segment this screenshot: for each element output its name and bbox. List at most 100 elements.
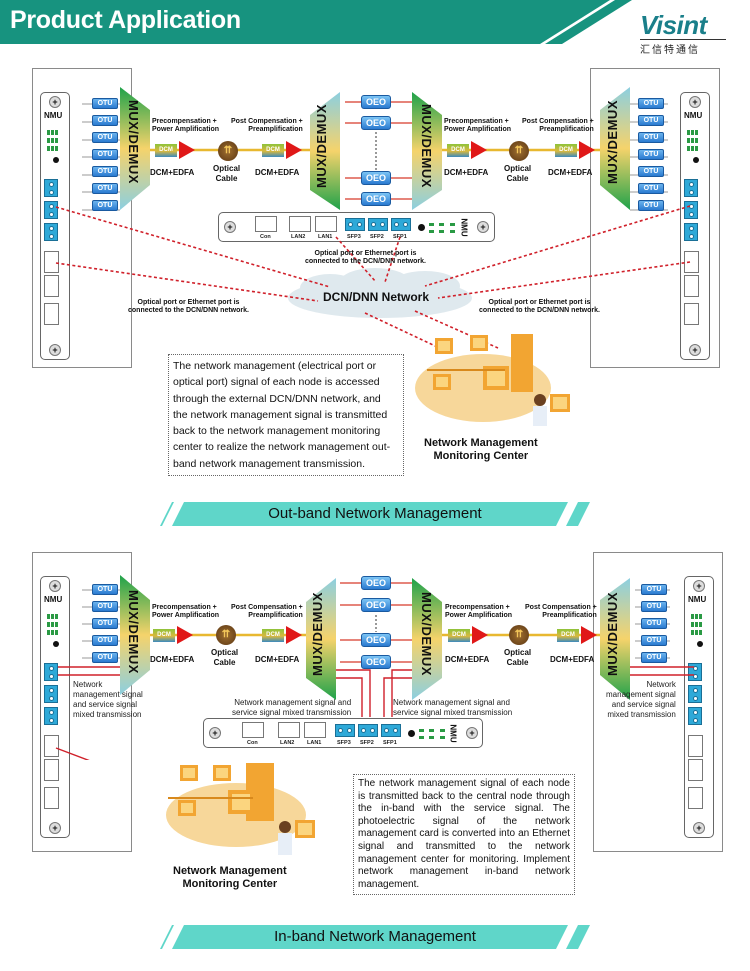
otu-module: OTU <box>638 115 664 126</box>
sfp2-port[interactable] <box>358 724 378 737</box>
screw-icon: + <box>224 221 236 233</box>
lan1-port[interactable] <box>315 216 337 232</box>
outband-description: The network management (electrical port … <box>168 354 404 477</box>
lan2-port[interactable] <box>44 759 59 781</box>
con-port[interactable] <box>688 787 703 809</box>
reset-button[interactable] <box>418 224 425 231</box>
con-port[interactable] <box>242 722 264 738</box>
sfp2-label: SFP2 <box>370 234 384 240</box>
con-label: Con <box>247 740 258 746</box>
sfp2-port[interactable] <box>44 201 58 219</box>
screw-icon: + <box>689 96 701 108</box>
con-port[interactable] <box>255 216 277 232</box>
screw-icon: + <box>466 727 478 739</box>
sfp2-port[interactable] <box>684 201 698 219</box>
reset-button[interactable] <box>697 641 703 647</box>
sfp3-port[interactable] <box>345 218 365 231</box>
lan1-port[interactable] <box>684 251 699 273</box>
lan2-port[interactable] <box>289 216 311 232</box>
mux-demux-label: MUX/DEMUX <box>310 592 325 676</box>
sfp3-port[interactable] <box>335 724 355 737</box>
mux-demux-block <box>412 92 442 210</box>
dcm-edfa-label: DCM+EDFA <box>255 168 300 177</box>
pa-amplifier <box>581 626 597 644</box>
lan2-port[interactable] <box>44 275 59 297</box>
sfp2-port[interactable] <box>44 685 58 703</box>
sfp2-port[interactable] <box>688 685 702 703</box>
screw-icon: + <box>477 221 489 233</box>
sfp3-port[interactable] <box>684 223 698 241</box>
otu-module: OTU <box>641 652 667 663</box>
sfp1-port[interactable] <box>44 663 58 681</box>
mux-demux-block <box>600 87 630 210</box>
con-port[interactable] <box>684 303 699 325</box>
brand-subtitle: 汇信特通信 <box>640 39 726 56</box>
otu-column-left: OTU OTU OTU OTU OTU OTU OTU <box>92 98 118 211</box>
reset-button[interactable] <box>693 157 699 163</box>
brand-name: Visint <box>640 10 707 40</box>
otu-module: OTU <box>638 166 664 177</box>
optical-cable-icon: ⇈ <box>218 141 238 161</box>
otu-module: OTU <box>92 618 118 629</box>
sfp1-port[interactable] <box>391 218 411 231</box>
lan1-port[interactable] <box>688 735 703 757</box>
sfp3-label: SFP3 <box>337 740 351 746</box>
con-port[interactable] <box>44 787 59 809</box>
otu-column-left: OTU OTU OTU OTU OTU <box>92 584 118 663</box>
reset-button[interactable] <box>408 730 415 737</box>
lan1-port[interactable] <box>44 735 59 757</box>
dcm-module: DCM <box>262 629 284 642</box>
otu-module: OTU <box>92 115 118 126</box>
inband-description: The network management signal of each no… <box>353 774 575 896</box>
lan1-label: LAN1 <box>318 234 333 240</box>
optical-link-diagram-outband <box>82 87 668 211</box>
mux-demux-block <box>310 92 340 210</box>
nmu-card-left-inband: + NMU + <box>40 576 70 838</box>
oeo-module: OEO <box>361 95 391 109</box>
status-leds <box>47 127 59 151</box>
sfp2-port[interactable] <box>368 218 388 231</box>
dcm-edfa-label: DCM+EDFA <box>150 168 195 177</box>
ba-amplifier <box>179 141 195 159</box>
con-port[interactable] <box>44 303 59 325</box>
brand-logo: Visint 汇信特通信 <box>640 12 740 56</box>
mux-demux-label: MUX/DEMUX <box>126 100 141 184</box>
sfp1-port[interactable] <box>44 179 58 197</box>
otu-module: OTU <box>638 149 664 160</box>
lan2-label: LAN2 <box>291 234 306 240</box>
lan1-port[interactable] <box>304 722 326 738</box>
nmu-card-left-outband: + NMU + <box>40 92 70 360</box>
ba-amplifier <box>471 141 487 159</box>
reset-button[interactable] <box>53 157 59 163</box>
con-label: Con <box>260 234 271 240</box>
otu-module: OTU <box>92 584 118 595</box>
lan2-port[interactable] <box>684 275 699 297</box>
nmu-label: NMU <box>44 595 63 604</box>
postcomp-label: Post Compensation +Preamplification <box>522 118 594 133</box>
pa-amplifier <box>579 141 595 159</box>
dcn-links <box>55 205 691 353</box>
sfp3-port[interactable] <box>688 707 702 725</box>
mux-demux-block <box>120 87 150 210</box>
sfp1-port[interactable] <box>381 724 401 737</box>
reset-button[interactable] <box>53 641 59 647</box>
nmu-card-right-outband: + NMU + <box>680 92 710 360</box>
lan1-port[interactable] <box>44 251 59 273</box>
sfp3-port[interactable] <box>44 223 58 241</box>
oeo-module: OEO <box>361 192 391 206</box>
screw-icon: + <box>693 580 705 592</box>
sfp3-port[interactable] <box>44 707 58 725</box>
precomp-label: Precompensation +Power Amplification <box>444 118 512 133</box>
postcomp-label: Post Compensation +Preamplification <box>525 604 597 619</box>
otu-module: OTU <box>92 200 118 211</box>
sfp1-port[interactable] <box>684 179 698 197</box>
sfp3-label: SFP3 <box>347 234 361 240</box>
otu-module: OTU <box>638 98 664 109</box>
lan2-port[interactable] <box>278 722 300 738</box>
lan2-port[interactable] <box>688 759 703 781</box>
